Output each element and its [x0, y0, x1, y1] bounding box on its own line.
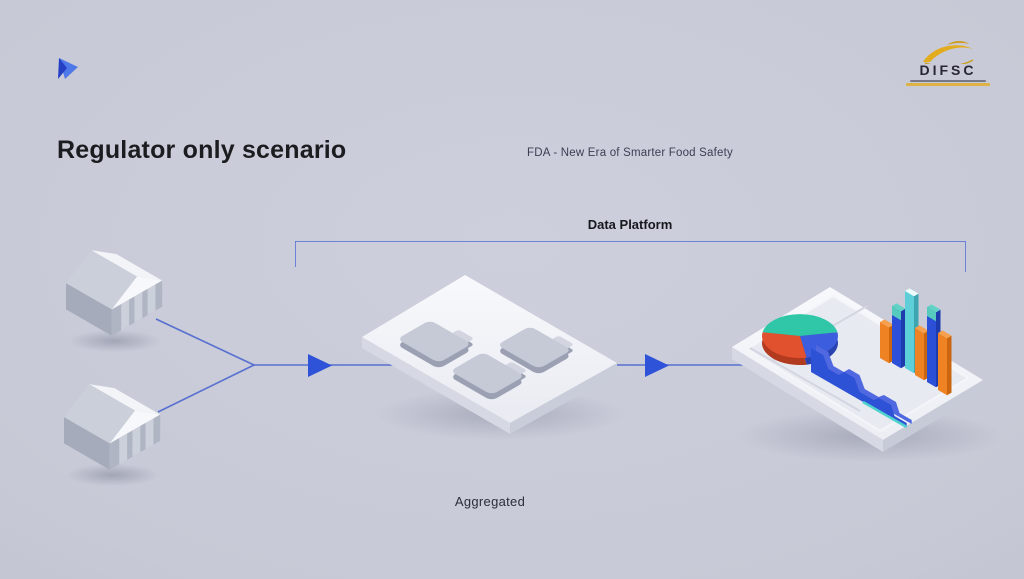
analytics-dashboard-icon [732, 287, 1002, 462]
slide-bullet-arrow-icon [58, 58, 78, 79]
platform-surface [362, 275, 617, 423]
building-roof-left [66, 250, 138, 310]
aggregated-label: Aggregated [454, 494, 526, 509]
data-platform-label: Data Platform [587, 217, 673, 232]
building-roof-right [89, 384, 161, 415]
pie-chart [762, 314, 838, 366]
building-roof-right [91, 250, 163, 281]
regulator-building-icon [64, 384, 161, 487]
building-left-wall [64, 417, 110, 470]
difsc-logo-banner-line [906, 83, 990, 86]
area-chart [811, 345, 912, 429]
slide-subtitle: FDA - New Era of Smarter Food Safety [527, 147, 733, 159]
page-title: Regulator only scenario [57, 136, 347, 164]
difsc-logo-swoosh-icon [923, 41, 974, 64]
data-platform-bracket [295, 241, 966, 242]
building-pediment [111, 276, 163, 310]
flow-arrow-icon [308, 354, 332, 377]
bracket-tick-right [965, 241, 966, 272]
building-pediment [109, 410, 161, 444]
bar-chart [880, 288, 952, 396]
difsc-logo: DIFSC [900, 40, 996, 86]
data-platform-with-folders-icon [362, 275, 625, 440]
bracket-tick-left [295, 241, 296, 267]
flow-arrow-icon [645, 354, 669, 377]
regulator-building-icon [66, 250, 163, 353]
difsc-logo-subtext-line [910, 80, 986, 82]
building-roof-left [64, 384, 136, 444]
difsc-logo-text: DIFSC [919, 62, 977, 78]
building-left-wall [66, 283, 112, 336]
